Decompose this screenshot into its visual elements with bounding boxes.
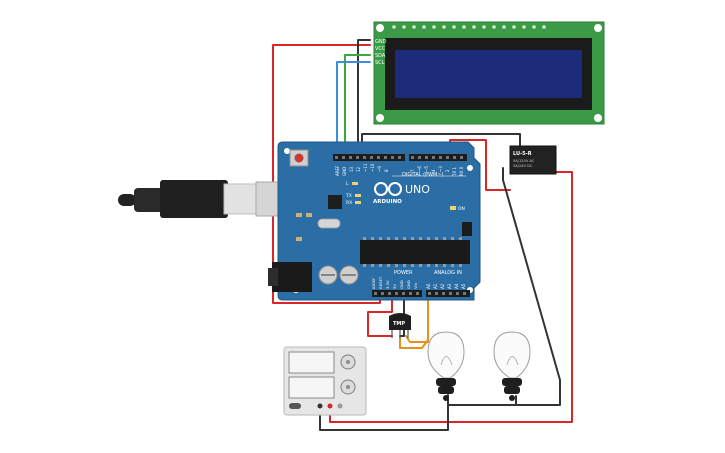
- relay-name: LU-5-R: [513, 151, 532, 157]
- svg-text:4: 4: [431, 169, 436, 172]
- wire-lcd-sda[interactable]: [344, 54, 371, 156]
- svg-text:~6: ~6: [417, 166, 422, 172]
- arduino-logo-icon: [374, 182, 402, 196]
- lcd-pin-scl: SCL: [375, 60, 385, 66]
- svg-text:Vin: Vin: [413, 282, 418, 289]
- digital-label: DIGITAL (PWM~): [402, 172, 444, 178]
- power-jack[interactable]: [272, 262, 312, 292]
- wire-sensor-a0[interactable]: [405, 291, 429, 343]
- supply-terminal-negative[interactable]: [317, 403, 323, 409]
- power-label: POWER: [394, 270, 413, 276]
- lcd-module[interactable]: GND VCC SDA SCL: [373, 21, 605, 125]
- svg-text:A5: A5: [461, 283, 466, 289]
- svg-text:7: 7: [410, 169, 415, 172]
- label-l: L: [346, 181, 349, 187]
- svg-text:A1: A1: [433, 283, 438, 289]
- svg-text:A4: A4: [454, 283, 459, 289]
- svg-text:GND: GND: [342, 167, 347, 176]
- svg-text:8: 8: [384, 169, 389, 172]
- wire-supply-bulb[interactable]: [319, 399, 449, 431]
- svg-text:GND: GND: [399, 280, 404, 289]
- svg-text:A2: A2: [440, 283, 445, 289]
- svg-text:~5: ~5: [424, 166, 429, 172]
- svg-text:AREF: AREF: [335, 165, 340, 176]
- lcd-screen: [395, 50, 582, 98]
- svg-text:12: 12: [356, 166, 361, 172]
- supply-display-current: [288, 376, 335, 399]
- svg-text:~9: ~9: [377, 166, 382, 172]
- digital-header-low: [409, 154, 467, 161]
- lcd-pin-gnd: GND: [375, 39, 387, 45]
- label-rx: RX: [346, 200, 352, 206]
- sensor-label: TMP: [393, 321, 405, 327]
- digital-pin-labels: AREF GND 13 12 ~11 ~10 ~9 8 7 ~6 ~5 4 ~3…: [335, 163, 464, 177]
- label-tx: TX: [345, 193, 352, 199]
- digital-header-high: [333, 154, 405, 161]
- svg-text:RESET: RESET: [378, 276, 383, 289]
- svg-text:~10: ~10: [370, 163, 375, 172]
- wire-lcd-scl[interactable]: [336, 61, 371, 156]
- lcd-pin-vcc: VCC: [375, 46, 386, 52]
- wire-sensor-vcc[interactable]: [367, 291, 393, 337]
- temperature-sensor[interactable]: TMP: [389, 313, 411, 338]
- analog-label: ANALOG IN: [434, 270, 462, 276]
- light-bulb-1[interactable]: [427, 331, 465, 401]
- wire-sensor-a0-tail[interactable]: [399, 337, 429, 349]
- lcd-header-pins: [392, 25, 546, 29]
- svg-text:RX 0: RX 0: [459, 166, 464, 176]
- lcd-pin-sda: SDA: [375, 53, 386, 59]
- relay-module[interactable]: LU-5-R 5A/125V AC 5A/24V DC: [509, 145, 557, 175]
- svg-text:A3: A3: [447, 283, 452, 289]
- relay-rating-ac: 5A/125V AC: [513, 159, 535, 163]
- supply-terminal-positive[interactable]: [327, 403, 333, 409]
- power-supply[interactable]: [283, 346, 367, 416]
- svg-text:IOREF: IOREF: [371, 278, 376, 289]
- supply-display-voltage: [288, 351, 335, 374]
- board-name: UNO: [405, 183, 430, 196]
- wire-lcd-gnd[interactable]: [357, 39, 371, 156]
- power-pin-labels: IOREF RESET 3.3V 5V GND GND Vin: [371, 276, 418, 289]
- lcd-pin-labels: GND VCC SDA SCL: [375, 39, 387, 66]
- svg-text:2: 2: [445, 169, 450, 172]
- analog-header: [426, 290, 470, 297]
- svg-text:TX 1: TX 1: [452, 167, 457, 177]
- analog-pin-labels: A0 A1 A2 A3 A4 A5: [426, 283, 466, 289]
- svg-text:3.3V: 3.3V: [385, 280, 390, 289]
- atmega-chip: [360, 240, 470, 264]
- relay-rating-dc: 5A/24V DC: [513, 164, 533, 168]
- wire-relay-supply[interactable]: [329, 171, 573, 423]
- svg-text:~3: ~3: [438, 166, 443, 172]
- supply-power-switch[interactable]: [289, 403, 301, 409]
- svg-text:~11: ~11: [363, 163, 368, 172]
- light-bulb-2[interactable]: [493, 331, 531, 401]
- usb-chip: [328, 195, 342, 209]
- arduino-uno-board[interactable]: AREF GND 13 12 ~11 ~10 ~9 8 7 ~6 ~5 4 ~3…: [268, 141, 481, 301]
- board-brand: ARDUINO: [373, 199, 402, 205]
- svg-text:5V: 5V: [392, 284, 397, 289]
- crystal: [317, 218, 341, 229]
- svg-text:13: 13: [349, 166, 354, 172]
- label-on: ON: [458, 206, 465, 212]
- icsp-header: [462, 222, 472, 236]
- svg-text:GND: GND: [406, 280, 411, 289]
- wire-sensor-gnd[interactable]: [399, 291, 405, 337]
- svg-text:A0: A0: [426, 283, 431, 289]
